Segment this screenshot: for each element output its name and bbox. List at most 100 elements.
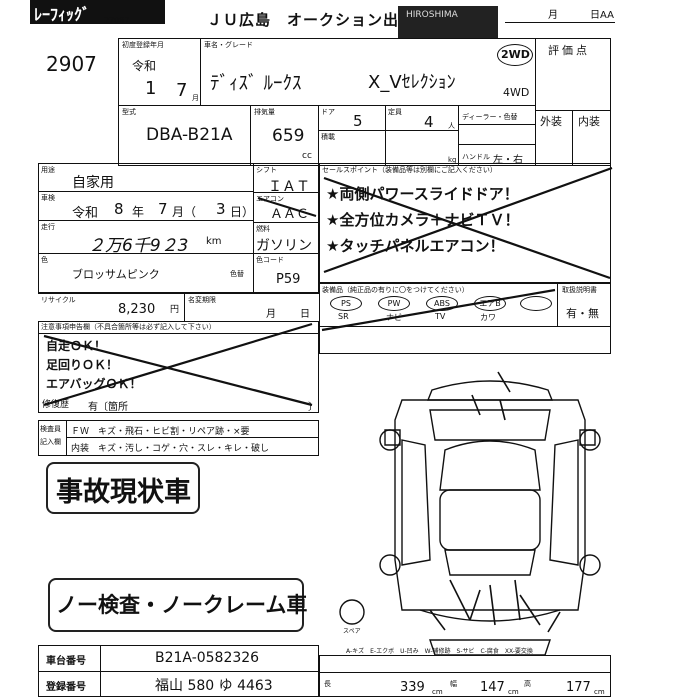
mileage-unit: km (206, 236, 222, 247)
handle-label: ハンドル (462, 153, 490, 161)
lot-number: 2907 (46, 52, 97, 76)
width-label: 幅 (450, 680, 457, 688)
damage-legend: A-キズ E-エクボ U-凹み W-補修跡 S-サビ C-腐食 XX-要交換 (346, 648, 533, 655)
doors-label: ドア (321, 108, 335, 116)
equip-aw (520, 296, 552, 311)
spare-tire-circle (339, 599, 365, 625)
inspection-day: 3 (216, 200, 226, 218)
color-code: P59 (276, 272, 301, 287)
equip-sr: SR (338, 312, 349, 321)
height-unit: cm (594, 688, 605, 696)
logo: ﾚｰﾌｨｯｸﾞ (30, 0, 165, 24)
condition-row2-head: 内装 (71, 444, 90, 454)
note-1: 自走ＯＫ！ (46, 339, 107, 353)
notes-label: 注意事項申告欄（不具合箇所等は必ず記入して下さい） (41, 323, 216, 331)
cc-unit: cc (302, 151, 312, 161)
month-label: 月 (548, 10, 558, 21)
condition-label-top: 検査員 (40, 425, 61, 433)
repair-label: 修復歴 (42, 400, 70, 410)
chassis-number: B21A-0582326 (155, 650, 260, 666)
displacement-label: 排気量 (254, 108, 275, 116)
mileage-label: 走行 (41, 223, 55, 231)
drive-2wd-circle (497, 44, 533, 66)
sales-point-3: ★タッチパネルエアコン！ (326, 237, 505, 255)
weight-unit: kg (448, 156, 457, 164)
drive-4wd: 4WD (503, 86, 530, 99)
length-label: 長 (324, 680, 331, 688)
accident-stamp: 事故現状車 (46, 462, 200, 514)
logo-sub: 27087 (104, 16, 130, 25)
inspection-label: 車検 (41, 194, 55, 202)
inspection-month: 7 (158, 200, 168, 218)
width-unit: cm (508, 688, 519, 696)
no-claim-stamp-text: ノー検査・ノークレーム車 (56, 592, 308, 617)
car-name: ﾃﾞｨｽﾞ ﾙｰｸｽ (210, 72, 302, 94)
auction-title: ＪＵ広島 オークション出 (207, 11, 400, 29)
equip-abs: ABS (426, 296, 458, 311)
recycle-day: 日 (300, 309, 310, 320)
accident-stamp-text: 事故現状車 (56, 477, 191, 508)
condition-block (38, 420, 319, 456)
top-grid (118, 38, 611, 166)
registration-month-unit: 月 (192, 94, 199, 102)
kit-label: 取扱説明書 (562, 286, 597, 294)
condition-row2: キズ・汚し・コゲ・穴・スレ・キレ・破し (98, 444, 270, 454)
condition-label-bot: 記入欄 (40, 438, 61, 446)
equipment-block (319, 283, 611, 354)
inspection-era: 令和 (72, 206, 99, 221)
header-rule (505, 22, 615, 23)
equip-tv: TV (435, 312, 446, 321)
recycle-month: 月 (266, 309, 276, 320)
day-label: 日AA (590, 10, 614, 21)
model-type-label: 型式 (122, 108, 136, 116)
equip-pw-label: PW (387, 299, 401, 308)
transmission-value: ＩＡＴ (268, 179, 310, 195)
color-value: ブロッサムピンク (72, 268, 160, 281)
inspection-year-unit: 年 (132, 205, 145, 219)
fuel-label: 燃料 (256, 225, 270, 233)
logo-text: ﾚｰﾌｨｯｸﾞ (34, 5, 91, 24)
inspection-month-unit: 月（ (172, 205, 197, 219)
weight-label: 積載 (321, 133, 335, 141)
registration-era: 令和 (132, 59, 157, 73)
recycle-amount: 8,230 (118, 302, 156, 317)
condition-row1: キズ・飛石・ヒビ割・リペア跡・×要 (98, 427, 250, 437)
mileage: ２万6千9２3 (88, 236, 189, 256)
auction-stamp: HIROSHIMA (398, 6, 498, 38)
repair-value: 有〔箇所 (88, 402, 128, 413)
score-label: 評価点 (548, 44, 590, 57)
usage-block (38, 163, 319, 293)
registration-label: 初度登録年月 (122, 41, 164, 49)
equip-pw: PW (378, 296, 410, 311)
equip-navi: ナビ (386, 313, 402, 322)
usage-label: 用途 (41, 166, 55, 174)
capacity-unit: 人 (448, 122, 455, 130)
aircon-label: エアコン (256, 195, 284, 203)
height-value: 177 (566, 680, 591, 695)
dimensions-block (319, 655, 611, 697)
doors: 5 (353, 112, 363, 130)
capacity: 4 (424, 113, 434, 131)
color-code-label: 色コード (256, 256, 284, 264)
registration-month: 7 (176, 80, 188, 101)
sales-point-1: ★両側パワースライドドア！ (326, 185, 519, 203)
plate-number: 福山 580 ゆ 4463 (155, 678, 273, 694)
inspection-year: 8 (114, 200, 124, 218)
kit-value: 有・無 (566, 307, 599, 320)
height-label: 高 (524, 680, 531, 688)
equip-airbag-label: エアB (479, 299, 501, 308)
drive-2wd: 2WD (501, 48, 530, 61)
equip-ps: PS (330, 296, 362, 311)
model-type: DBA-B21A (146, 125, 233, 145)
auction-stamp-text: HIROSHIMA (406, 10, 458, 20)
recycle-unit: 円 (170, 305, 180, 315)
inspection-day-unit: 日） (230, 205, 255, 219)
sales-point-2: ★全方位カメラ＋ナビＴＶ！ (326, 211, 520, 229)
notes-block (38, 321, 319, 413)
equip-airbag: エアB (474, 296, 506, 311)
note-3: エアバッグＯＫ！ (46, 377, 142, 391)
recycle-date-label: 名変期限 (188, 296, 216, 304)
registration-year: 1 (145, 78, 157, 99)
repair-close: 〕 (308, 402, 318, 413)
plate-label: 登録番号 (46, 682, 86, 693)
